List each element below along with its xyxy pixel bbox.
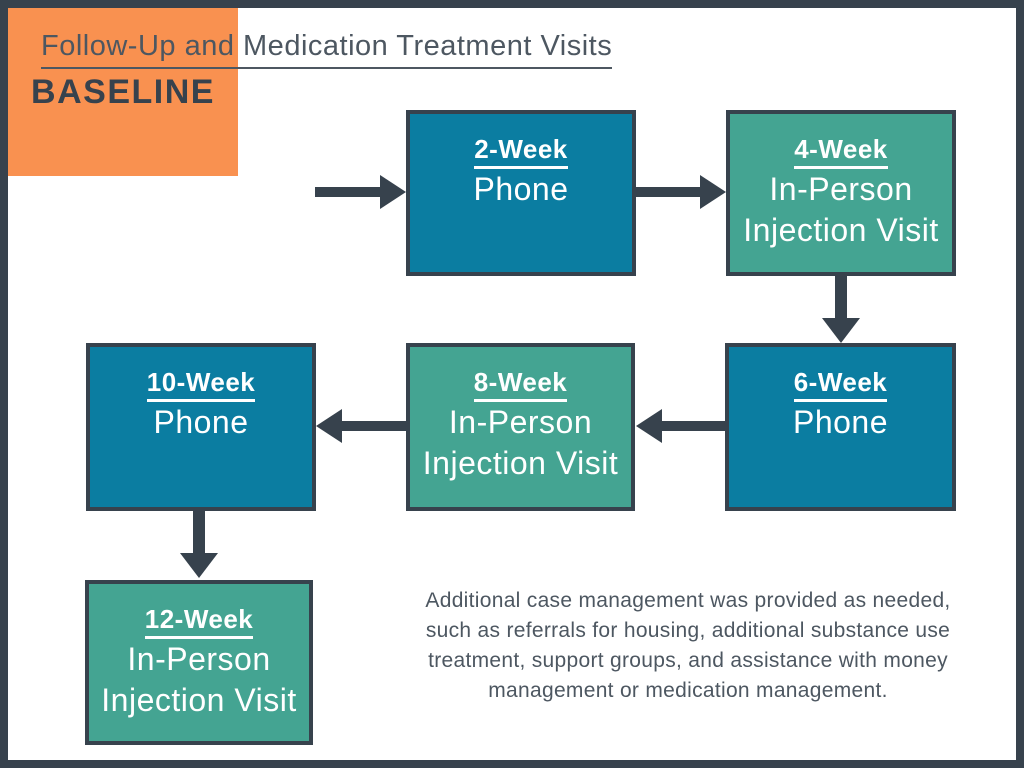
note-line-4: management or medication management. [488, 679, 888, 702]
arrow-stem [835, 276, 847, 318]
arrow-stem [342, 421, 406, 431]
node-week-4: 4-Week In-Person Injection Visit [726, 110, 956, 276]
case-management-note: Additional case management was provided … [348, 586, 1016, 706]
arrow-head-right-icon [700, 175, 726, 209]
arrow-head-left-icon [636, 409, 662, 443]
node-week-12: 12-Week In-Person Injection Visit [85, 580, 313, 745]
arrow-week10-to-week12-icon [180, 511, 218, 578]
arrow-week4-to-week6-icon [822, 276, 860, 343]
node-week-8-heading: 8-Week [410, 369, 631, 402]
arrow-week2-to-week4-icon [636, 175, 726, 209]
arrow-week6-to-week8-icon [636, 409, 725, 443]
node-week-12-mode-line1: In-Person [127, 641, 271, 677]
note-line-2: such as referrals for housing, additiona… [425, 619, 951, 642]
node-week-8-mode-line1: In-Person [448, 404, 593, 440]
arrow-week8-to-week10-icon [316, 409, 406, 443]
page-title: Follow-Up and Medication Treatment Visit… [41, 30, 613, 69]
arrow-stem [636, 187, 700, 197]
node-week-12-mode-line2: Injection Visit [101, 682, 297, 718]
arrow-stem [315, 187, 380, 197]
node-baseline-label: BASELINE [31, 72, 215, 111]
node-week-8: 8-Week In-Person Injection Visit [406, 343, 635, 511]
node-week-4-mode-line2: Injection Visit [743, 212, 939, 248]
note-line-1: Additional case management was provided … [425, 589, 951, 612]
node-week-12-heading: 12-Week [89, 606, 309, 639]
arrow-head-down-icon [180, 553, 218, 578]
note-line-3: treatment, support groups, and assistanc… [428, 649, 948, 672]
arrow-head-down-icon [822, 318, 860, 343]
page-title-text: Follow-Up and Medication Treatment Visit… [41, 30, 613, 69]
node-week-2-mode: Phone [473, 171, 569, 207]
arrow-baseline-to-week2-icon [315, 175, 406, 209]
node-week-10-mode: Phone [153, 404, 249, 440]
node-week-2: 2-Week Phone [406, 110, 636, 276]
arrow-stem [193, 511, 205, 553]
node-baseline: BASELINE [8, 8, 238, 176]
node-week-2-heading: 2-Week [410, 136, 632, 169]
node-week-10-heading: 10-Week [90, 369, 312, 402]
node-week-8-mode-line2: Injection Visit [422, 445, 619, 481]
node-week-6: 6-Week Phone [725, 343, 956, 511]
node-week-6-heading: 6-Week [729, 369, 952, 402]
arrow-head-left-icon [316, 409, 342, 443]
arrow-stem [662, 421, 725, 431]
node-week-4-heading: 4-Week [730, 136, 952, 169]
node-week-10: 10-Week Phone [86, 343, 316, 511]
node-week-6-mode: Phone [792, 404, 889, 440]
node-week-4-mode-line1: In-Person [769, 171, 913, 207]
arrow-head-right-icon [380, 175, 406, 209]
